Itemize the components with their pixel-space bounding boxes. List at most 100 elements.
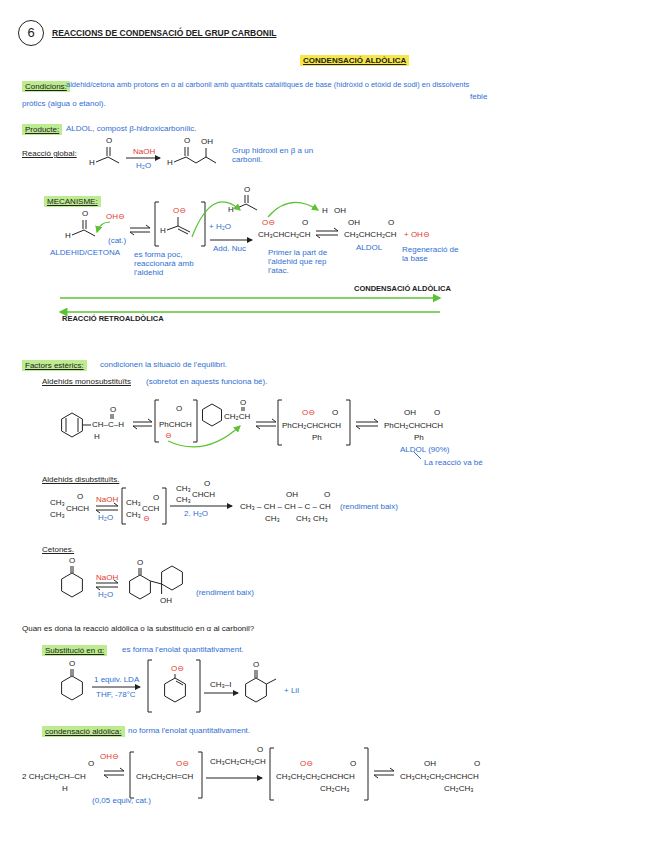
chem-line [206,778,262,779]
note-text: CH₃–I [210,680,231,689]
note-text: OH⊖ [100,752,119,761]
note-text: CH–C–H [92,420,124,429]
chem-line [92,687,140,688]
note-text: CH₃CHCH₂CH [258,230,311,239]
chem-line [111,414,113,419]
highlight-band: condensació aldòlica: [42,726,125,737]
note-text: H [228,205,234,214]
note-text: + H₂O [209,222,231,231]
note-text: PhCHCH [159,420,192,429]
chem-line [66,418,78,432]
note-text: CCH [142,504,159,513]
chem-line [60,311,440,313]
note-text: CH₂CH₃ [320,784,349,793]
heading-text: MECANISME: [47,197,98,206]
note-text: OH⊖ [106,212,125,221]
note-text: O [302,218,308,227]
note-text: es forma poc, reaccionarà amb l'aldehid [134,250,204,278]
heading-text: Producte: [25,125,59,134]
note-text: 2 CH₃CH₂CH–CH [22,772,86,781]
note-text: O [110,405,116,414]
note-text: PhCH₂CHCHCH [384,421,443,430]
note-text: (sobretot en aquests funciona bé). [146,377,267,386]
heading-text: Condicions: [25,82,67,91]
note-text: O [88,759,94,768]
note-text: O [474,759,480,768]
section-number: 6 [27,26,34,41]
note-text: O⊖ [171,664,184,673]
note-text: CH₃ [126,498,141,507]
note-text: ALDEHID/CETONA [50,248,120,257]
chem-line [71,566,73,573]
note-text: no forma l'enolat quantitativament. [128,726,250,735]
note-text: (rendiment baix) [196,588,254,597]
ring-shape [203,404,222,426]
note-text: es forma l'enolat quantitativament. [122,645,244,654]
note-text: feble [470,92,487,101]
note-text: Aldehids monosubstituïts [42,377,131,386]
note-text: O⊖ [173,206,186,215]
note-text: 2. H₂O [184,509,208,518]
note-text: Aldehids disubstituïts. [42,475,119,484]
note-text: OH [160,596,172,605]
heading-text: condensació aldòlica: [45,727,122,736]
chem-line [168,426,240,447]
chem-line [210,240,252,241]
note-text: NaOH [133,147,155,156]
chem-line [60,297,440,299]
note-text: O⊖ [176,759,189,768]
chem-line [185,147,188,156]
note-text: (0,05 equiv, cat.) [92,796,151,805]
ring-shape [165,678,186,702]
note-text: aldehid/cetona amb protons en α al carbo… [66,81,469,90]
note-text: H₂O [98,513,113,522]
chem-line [192,202,240,237]
ring-shape [62,573,83,597]
note-text: H [167,158,173,167]
chem-line [255,670,276,684]
note-text: Regeneració de la base [402,245,460,263]
chem-line [161,584,162,594]
chem-line [72,220,95,236]
note-text: 1 equiv. LDA [94,675,139,684]
svg-part [60,202,440,447]
note-text: O [388,218,394,227]
chem-line [83,425,91,426]
ring-shape [62,413,83,437]
note-text: O [69,659,75,668]
note-text: O [240,398,246,407]
note-text: O [434,408,440,417]
chem-line [167,217,190,234]
svg-part [62,147,394,800]
note-text: O [153,493,159,502]
note-text: OH [286,490,298,499]
note-text: O [176,404,182,413]
note-text: CH₃CHCH₂CH [344,230,397,239]
note-text: O [69,556,75,565]
chem-line [133,419,152,429]
note-text: ALDOL (90%) [400,445,450,454]
note-text: CHCH [192,490,215,499]
chem-line [268,202,318,217]
note-text: CH₂CH [224,412,250,421]
note-text: Quan es dona la reacció aldòlica o la su… [22,624,254,633]
note-text: O [332,408,338,417]
note-text: H₂O [136,161,151,170]
note-text: H [65,231,71,240]
highlight-band: CONDENSACIÓ ALDÒLICA [300,55,409,66]
note-text: O [204,479,210,488]
note-text: CH₃CH₂CH₂CHCHCH [276,772,355,781]
note-text: ALDOL [356,243,382,252]
note-text: O [82,209,88,218]
note-text: THF, -78°C [96,690,136,699]
note-text: CH₃CH₂CH₂CHCHCH [400,772,479,781]
note-text: ALDOL, compost β-hidroxicarbonílic. [66,124,196,133]
chem-line [356,419,378,429]
chem-line [270,748,368,800]
chem-line [130,752,202,798]
chem-line [96,503,118,513]
ring-shape [162,566,183,590]
note-text: CH₃ [126,510,141,519]
chem-line [374,768,394,778]
note-text: REACCIÓ RETROALDÒLICA [62,315,164,324]
